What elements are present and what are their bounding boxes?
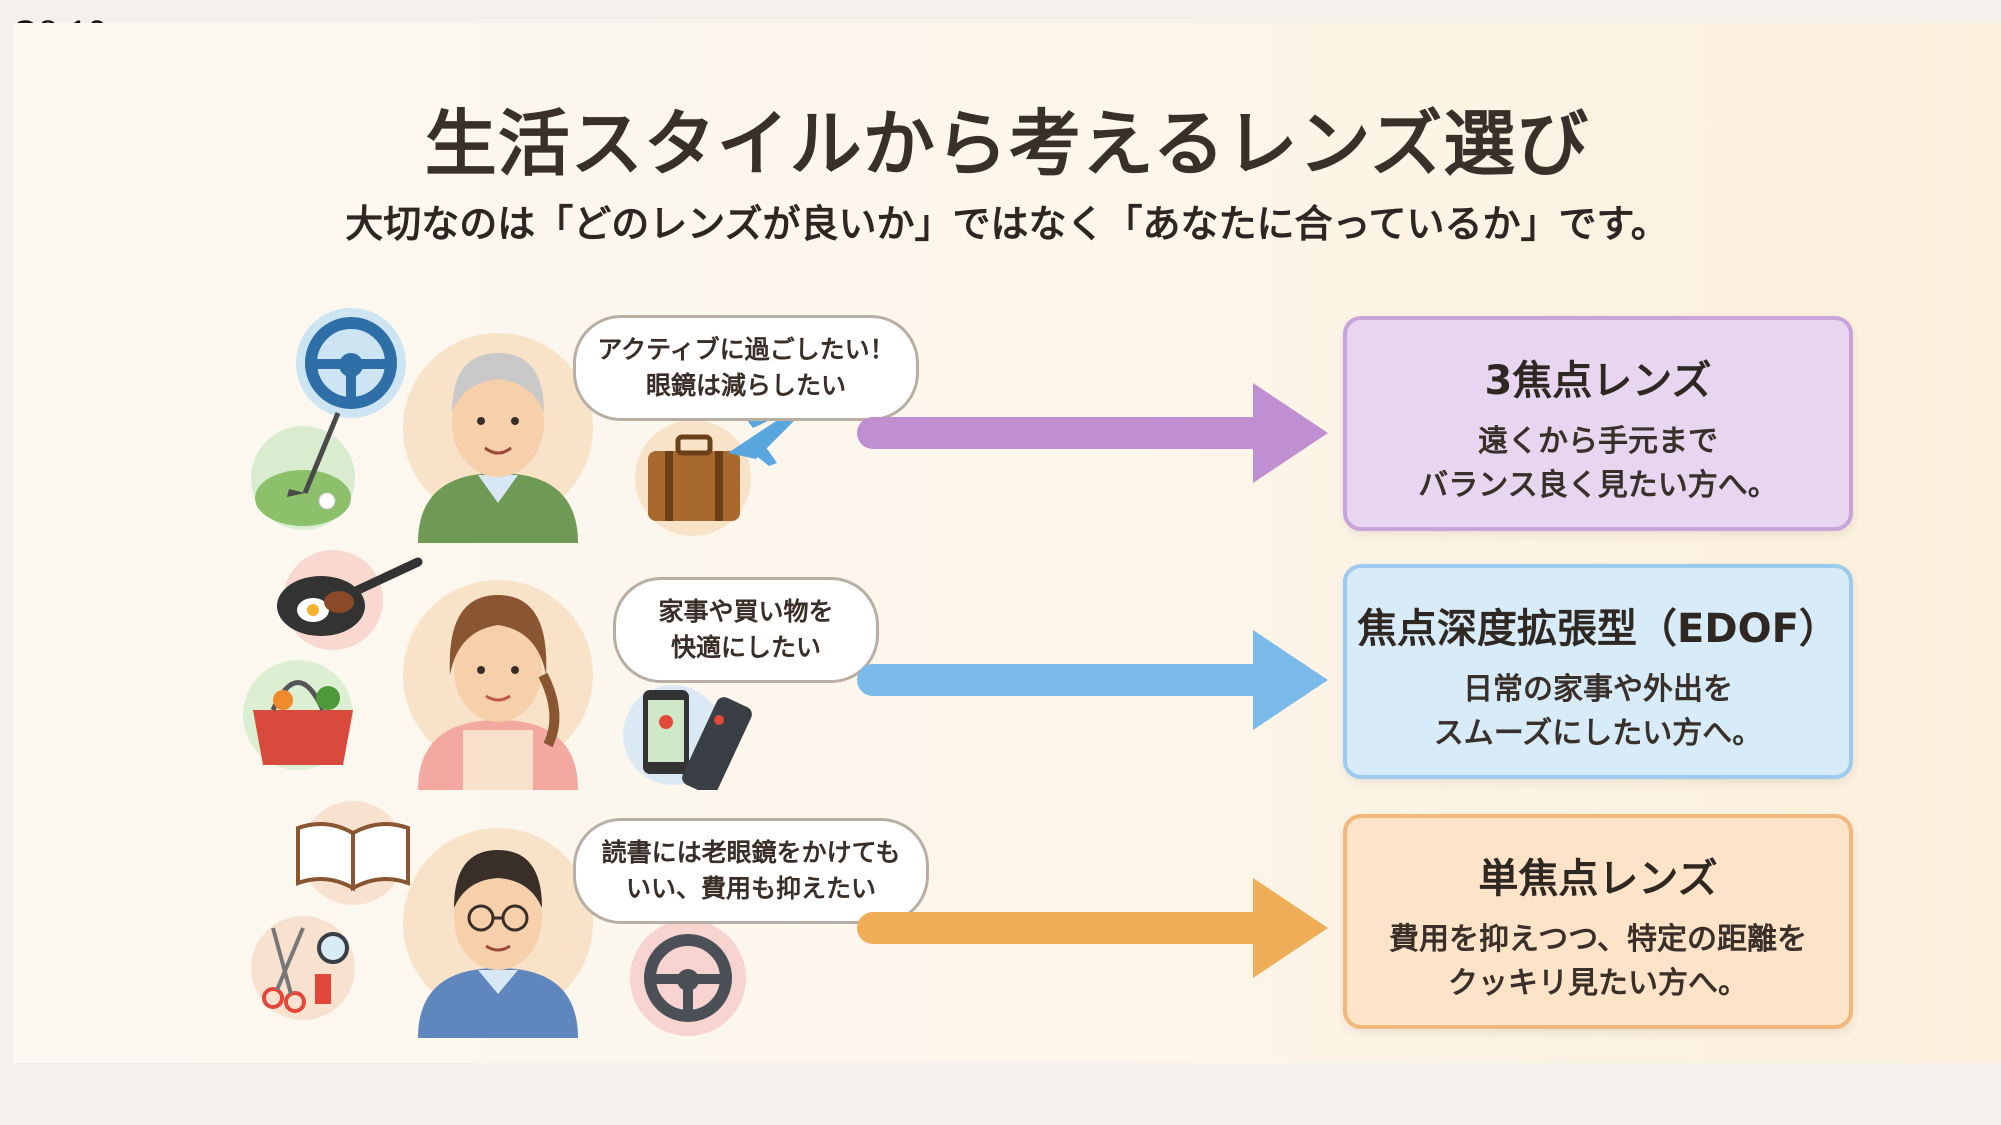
sewing-tools-icon (251, 916, 355, 1020)
lifestyle-row-active: アクティブに過ごしたい！ 眼鏡は減らしたい 3焦点レンズ 遠くから手元まで バラ… (13, 303, 2001, 543)
lens-card-description: 費用を抑えつつ、特定の距離を クッキリ見たい方へ。 (1347, 918, 1849, 1006)
arrow-right-icon (857, 630, 1328, 730)
lifestyle-row-household: 家事や買い物を 快適にしたい 焦点深度拡張型（EDOF） 日常の家事や外出を ス… (13, 550, 2001, 790)
lens-card-line-2: クッキリ見たい方へ。 (1448, 966, 1748, 1001)
bubble-line-1: アクティブに過ごしたい！ (597, 335, 895, 364)
active-senior-illustration (251, 308, 796, 543)
lens-card-line-1: 費用を抑えつつ、特定の距離を (1389, 922, 1807, 957)
frying-pan-icon (277, 550, 423, 650)
speech-bubble: 家事や買い物を 快適にしたい (613, 577, 879, 683)
lens-card-monofocal: 単焦点レンズ 費用を抑えつつ、特定の距離を クッキリ見たい方へ。 (1343, 814, 1853, 1029)
lens-card-line-2: スムーズにしたい方へ。 (1433, 716, 1763, 751)
bubble-line-2: 眼鏡は減らしたい (645, 371, 846, 400)
shopping-basket-icon (243, 660, 353, 770)
lens-card-description: 日常の家事や外出を スムーズにしたい方へ。 (1347, 668, 1849, 756)
lens-card-line-1: 遠くから手元まで (1478, 424, 1718, 459)
woman-avatar (403, 580, 593, 790)
steering-wheel-icon (630, 920, 746, 1036)
suitcase-icon (635, 420, 751, 536)
lens-card-title: 焦点深度拡張型（EDOF） (1357, 606, 1839, 652)
senior-man-avatar (403, 333, 593, 543)
homemaker-illustration (243, 550, 752, 790)
lens-card-line-2: バランス良く見たい方へ。 (1418, 468, 1778, 503)
steering-wheel-icon (296, 308, 406, 418)
bubble-line-1: 読書には老眼鏡をかけても (601, 838, 901, 867)
speech-bubble: アクティブに過ごしたい！ 眼鏡は減らしたい (573, 315, 919, 421)
middle-aged-man-avatar (403, 828, 593, 1038)
lifestyle-row-reading: 読書には老眼鏡をかけても いい、費用も抑えたい 単焦点レンズ 費用を抑えつつ、特… (13, 798, 2001, 1038)
remote-control-icon (682, 697, 752, 790)
arrow-right-icon (857, 878, 1328, 978)
lens-card-trifocal: 3焦点レンズ 遠くから手元まで バランス良く見たい方へ。 (1343, 316, 1853, 531)
speech-bubble: 読書には老眼鏡をかけても いい、費用も抑えたい (573, 818, 929, 924)
infographic-slide: 生活スタイルから考えるレンズ選び 大切なのは「どのレンズが良いか」ではなく「あな… (13, 23, 2001, 1063)
golf-icon (251, 412, 355, 530)
slide-title: 生活スタイルから考えるレンズ選び (424, 102, 1590, 186)
bubble-line-1: 家事や買い物を (658, 597, 834, 626)
lens-card-line-1: 日常の家事や外出を (1463, 672, 1733, 707)
reader-man-illustration (251, 801, 746, 1038)
lens-card-title: 3焦点レンズ (1484, 358, 1712, 404)
arrow-right-icon (857, 383, 1328, 483)
bubble-line-2: いい、費用も抑えたい (625, 874, 876, 903)
slide-subtitle: 大切なのは「どのレンズが良いか」ではなく「あなたに合っているか」です。 (345, 202, 1669, 246)
lens-card-edof: 焦点深度拡張型（EDOF） 日常の家事や外出を スムーズにしたい方へ。 (1343, 564, 1853, 779)
bubble-line-2: 快適にしたい (670, 633, 821, 662)
book-icon (296, 801, 410, 905)
lens-card-description: 遠くから手元まで バランス良く見たい方へ。 (1347, 420, 1849, 508)
lens-card-title: 単焦点レンズ (1478, 856, 1718, 902)
